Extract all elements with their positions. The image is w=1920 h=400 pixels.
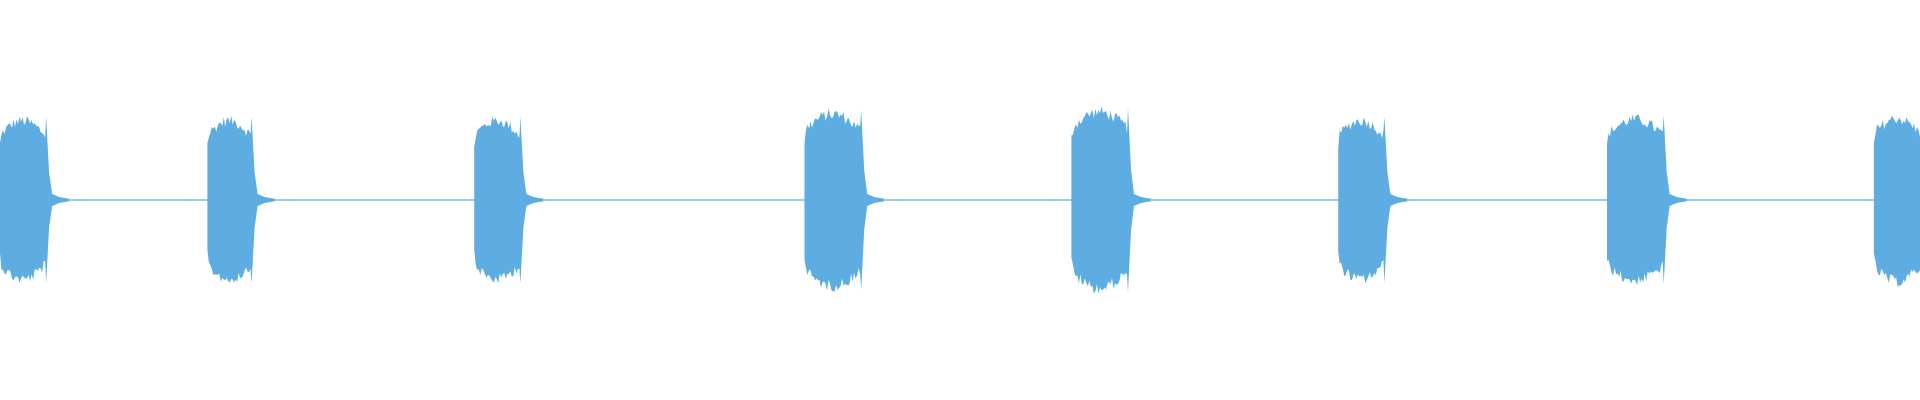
waveform-burst-4 bbox=[804, 108, 885, 292]
waveform-burst-3 bbox=[474, 116, 544, 284]
waveform-burst-6 bbox=[1338, 116, 1408, 284]
waveform-burst-5 bbox=[1071, 106, 1151, 294]
waveform-burst-8 bbox=[1873, 115, 1920, 287]
waveform-burst-7 bbox=[1607, 114, 1687, 286]
waveform-burst-1 bbox=[0, 116, 70, 284]
waveform-bursts bbox=[0, 106, 1920, 294]
waveform-burst-2 bbox=[207, 115, 275, 284]
